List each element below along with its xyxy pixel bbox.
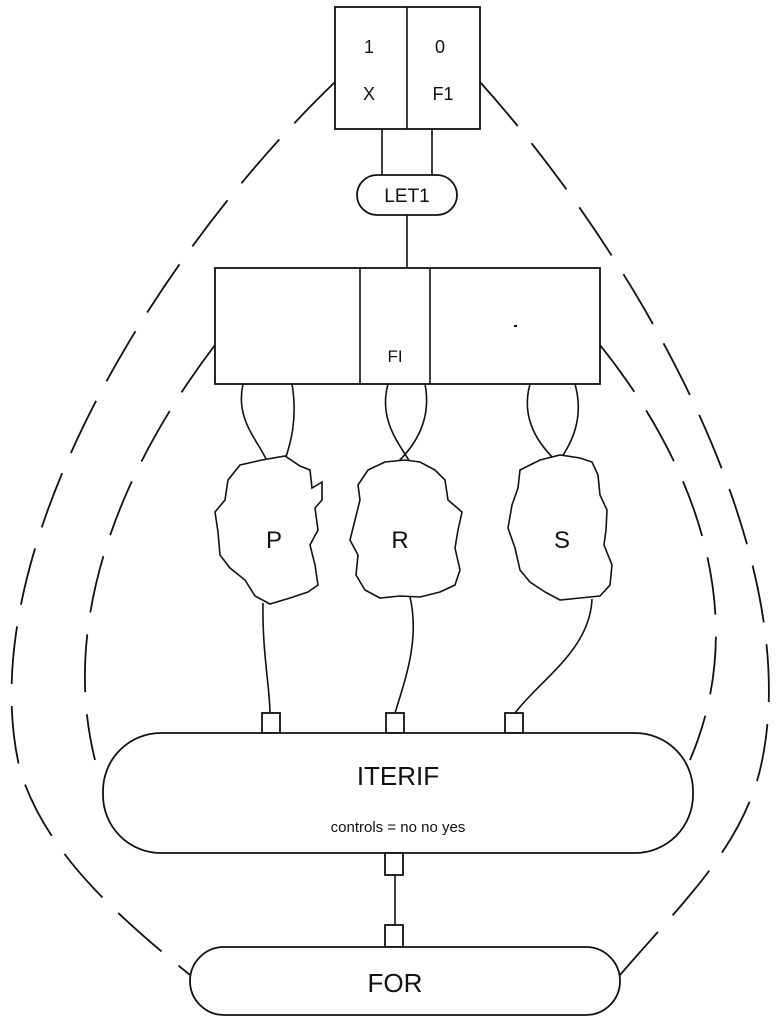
port-2-top: 0: [435, 37, 445, 57]
input-port-box: 1 X 0 F1: [335, 7, 480, 129]
connector-p-to-iterif: [263, 603, 270, 713]
connector-record-to-r: [385, 384, 426, 462]
for-node-label: FOR: [368, 968, 423, 998]
iterif-node: ITERIF controls = no no yes: [103, 733, 693, 853]
blob-p-label: P: [266, 527, 282, 554]
blob-s: S: [508, 455, 612, 600]
let-node: LET1: [357, 175, 457, 215]
iterif-title: ITERIF: [357, 761, 439, 791]
inner-dashed-contour-right: [600, 345, 716, 760]
blob-s-label: S: [554, 527, 570, 554]
blob-r-label: R: [391, 527, 408, 554]
inner-dashed-contour: [85, 345, 215, 760]
let-node-label: LET1: [384, 186, 429, 207]
iterif-port-3: [505, 713, 523, 733]
connector-r-to-iterif: [395, 597, 413, 713]
port-2-bottom: F1: [432, 84, 453, 104]
connector-top-to-let: [382, 129, 432, 175]
port-1-bottom: X: [363, 84, 375, 104]
speck: [514, 325, 517, 327]
iterif-out-port: [385, 853, 403, 875]
iterif-subtitle: controls = no no yes: [331, 819, 466, 836]
for-node: FOR: [190, 947, 620, 1015]
blob-p: P: [215, 456, 322, 604]
iterif-port-1: [262, 713, 280, 733]
for-in-port: [385, 925, 403, 947]
connector-record-to-s: [527, 384, 578, 460]
port-1-top: 1: [364, 37, 374, 57]
blob-r: R: [350, 460, 462, 598]
connector-s-to-iterif: [515, 599, 592, 713]
iterif-port-2: [386, 713, 404, 733]
connector-record-to-p: [241, 384, 294, 463]
record-cell-fi: FI: [387, 347, 402, 366]
record-box: FI: [215, 268, 600, 384]
